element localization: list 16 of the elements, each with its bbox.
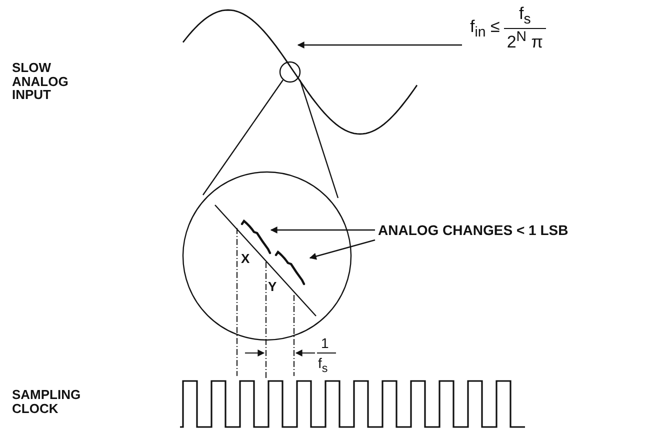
- text-label: 1: [321, 336, 329, 351]
- callout-text: ANALOG CHANGES < 1 LSB: [378, 222, 568, 238]
- arrow: [309, 239, 376, 260]
- text-label: Y: [268, 280, 277, 294]
- formula-denominator: 2$^{N}$ π: [506, 29, 544, 54]
- text-label: SLOW ANALOG INPUT: [12, 61, 70, 102]
- text-label: X: [241, 252, 250, 266]
- text-label: f$_{s}$: [318, 356, 328, 376]
- text-label: SAMPLING CLOCK: [12, 388, 82, 416]
- arrow: [297, 42, 462, 48]
- bracket-mark: [240, 220, 272, 254]
- formula-term: f$_{in}$ ≤: [470, 17, 500, 40]
- sine-wave: [182, 9, 418, 135]
- bracket-mark: [274, 250, 306, 286]
- formula-numerator: f$_{s}$: [518, 4, 532, 28]
- arrow: [270, 226, 375, 234]
